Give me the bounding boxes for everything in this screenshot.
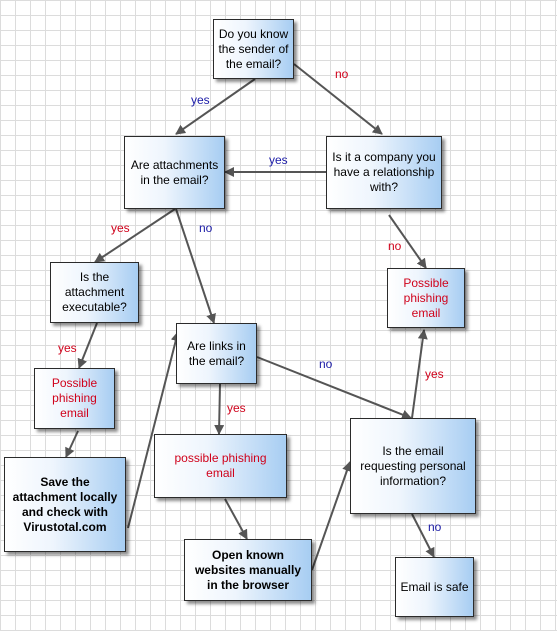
edge-save-to-links: [127, 331, 181, 529]
edge-personal-to-safe: [411, 513, 435, 558]
label-links-personal: no: [319, 357, 333, 371]
label-sender-company: no: [335, 67, 349, 81]
edge-phishing-to-save: [65, 430, 79, 458]
edge-links-to-personal: [256, 356, 412, 420]
label-sender-attachments: yes: [191, 93, 210, 107]
node-links-question: Are links in the email?: [176, 323, 257, 384]
label-company-phishing: no: [388, 239, 402, 253]
edge-attachments-to-links: [175, 208, 216, 324]
edge-open-sites-to-personal: [311, 461, 352, 571]
node-personal-information: Is the email requesting personal informa…: [350, 418, 476, 514]
label-personal-safe: no: [428, 520, 442, 534]
edge-phishing-to-open-sites: [224, 498, 248, 540]
label-attachments-links: no: [199, 221, 213, 235]
label-personal-phishing: yes: [425, 367, 444, 381]
label-company-attachments: yes: [269, 153, 288, 167]
node-possible-phishing-links: possible phishing email: [154, 434, 287, 498]
edge-executable-to-phishing: [77, 322, 98, 369]
node-attachment-executable: Is the attachment executable?: [50, 262, 139, 323]
edge-attachments-to-executable: [94, 208, 176, 263]
edge-personal-to-phishing: [411, 329, 428, 419]
node-possible-phishing-attachment: Possible phishing email: [34, 368, 115, 429]
label-executable-phishing: yes: [58, 341, 77, 355]
node-attachments-question: Are attachments in the email?: [124, 136, 225, 209]
label-attachments-executable: yes: [111, 221, 130, 235]
edge-company-to-phishing: [388, 214, 427, 269]
edge-links-to-phishing: [214, 383, 225, 435]
node-save-virustotal: Save the attachment locally and check wi…: [4, 457, 126, 552]
node-email-safe: Email is safe: [395, 557, 474, 617]
edge-sender-to-attachments: [175, 78, 256, 135]
node-company-relationship: Is it a company you have a relationship …: [326, 136, 442, 209]
node-know-sender: Do you know the sender of the email?: [213, 19, 294, 79]
edge-sender-to-company: [293, 63, 383, 135]
label-links-phishing: yes: [227, 401, 246, 415]
node-open-known-websites: Open known websites manually in the brow…: [184, 539, 312, 601]
node-possible-phishing-company: Possible phishing email: [387, 268, 465, 328]
